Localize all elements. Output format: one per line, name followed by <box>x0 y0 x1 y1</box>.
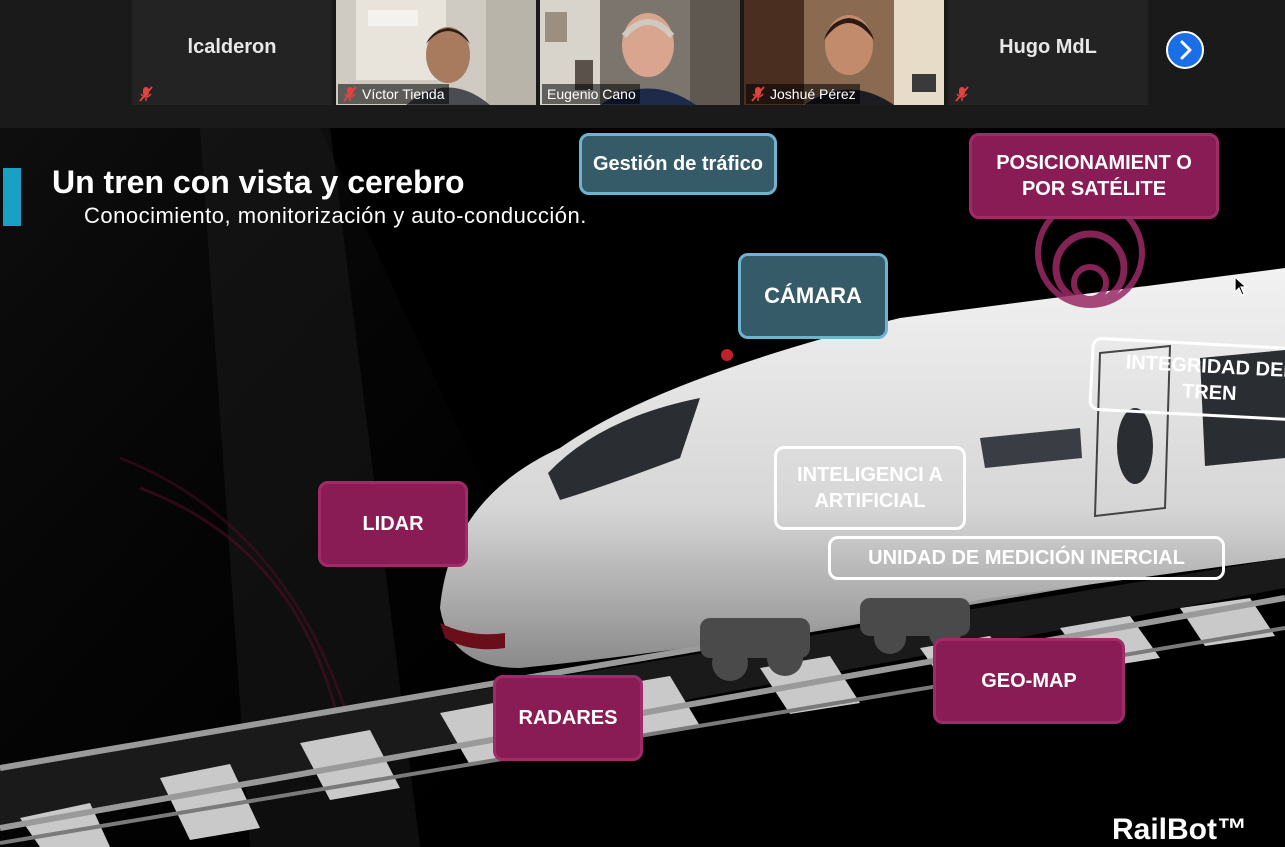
mic-muted-icon <box>751 86 765 102</box>
participant-name: lcalderon <box>187 36 277 58</box>
label-inteligencia-artificial: INTELIGENCI A ARTIFICIAL <box>774 446 966 530</box>
title-accent-bar <box>3 168 21 226</box>
label-gestion-trafico: Gestión de tráfico <box>579 133 777 195</box>
participant-tile-active[interactable]: Eugenio Cano <box>540 0 740 105</box>
mouse-cursor-icon <box>1234 276 1248 296</box>
participant-name: Eugenio Cano <box>542 84 640 104</box>
label-unidad-medicion-inercial: UNIDAD DE MEDICIÓN INERCIAL <box>828 536 1225 580</box>
brand-logo-text: RailBot™ <box>1112 813 1247 846</box>
mic-muted-icon <box>343 86 357 102</box>
participant-name: Hugo MdL <box>999 36 1097 58</box>
participant-tile[interactable]: Víctor Tienda <box>336 0 536 105</box>
participant-tile[interactable]: Joshué Pérez <box>744 0 944 105</box>
label-posicionamiento-satelite: POSICIONAMIENT O POR SATÉLITE <box>969 133 1219 219</box>
mic-muted-icon <box>139 86 153 102</box>
slide-subtitle: Conocimiento, monitorización y auto-cond… <box>84 203 587 228</box>
participant-tile[interactable]: Hugo MdL <box>948 0 1148 105</box>
participant-name: Joshué Pérez <box>746 84 860 104</box>
next-page-button[interactable] <box>1166 31 1204 69</box>
label-integridad-tren: INTEGRIDAD DEL TREN <box>1088 336 1285 422</box>
chevron-right-icon <box>1180 40 1192 60</box>
label-lidar: LIDAR <box>318 481 468 567</box>
label-radares: RADARES <box>493 675 643 761</box>
participant-strip: lcalderon Víctor Tienda <box>0 0 1285 128</box>
shared-slide: Un tren con vista y cerebro Conocimiento… <box>0 128 1285 847</box>
mic-muted-icon <box>955 86 969 102</box>
participant-tile[interactable]: lcalderon <box>132 0 332 105</box>
label-camara: CÁMARA <box>738 253 888 339</box>
label-geo-map: GEO-MAP <box>933 638 1125 724</box>
slide-title: Un tren con vista y cerebro <box>52 164 465 200</box>
participant-name: Víctor Tienda <box>338 84 449 104</box>
